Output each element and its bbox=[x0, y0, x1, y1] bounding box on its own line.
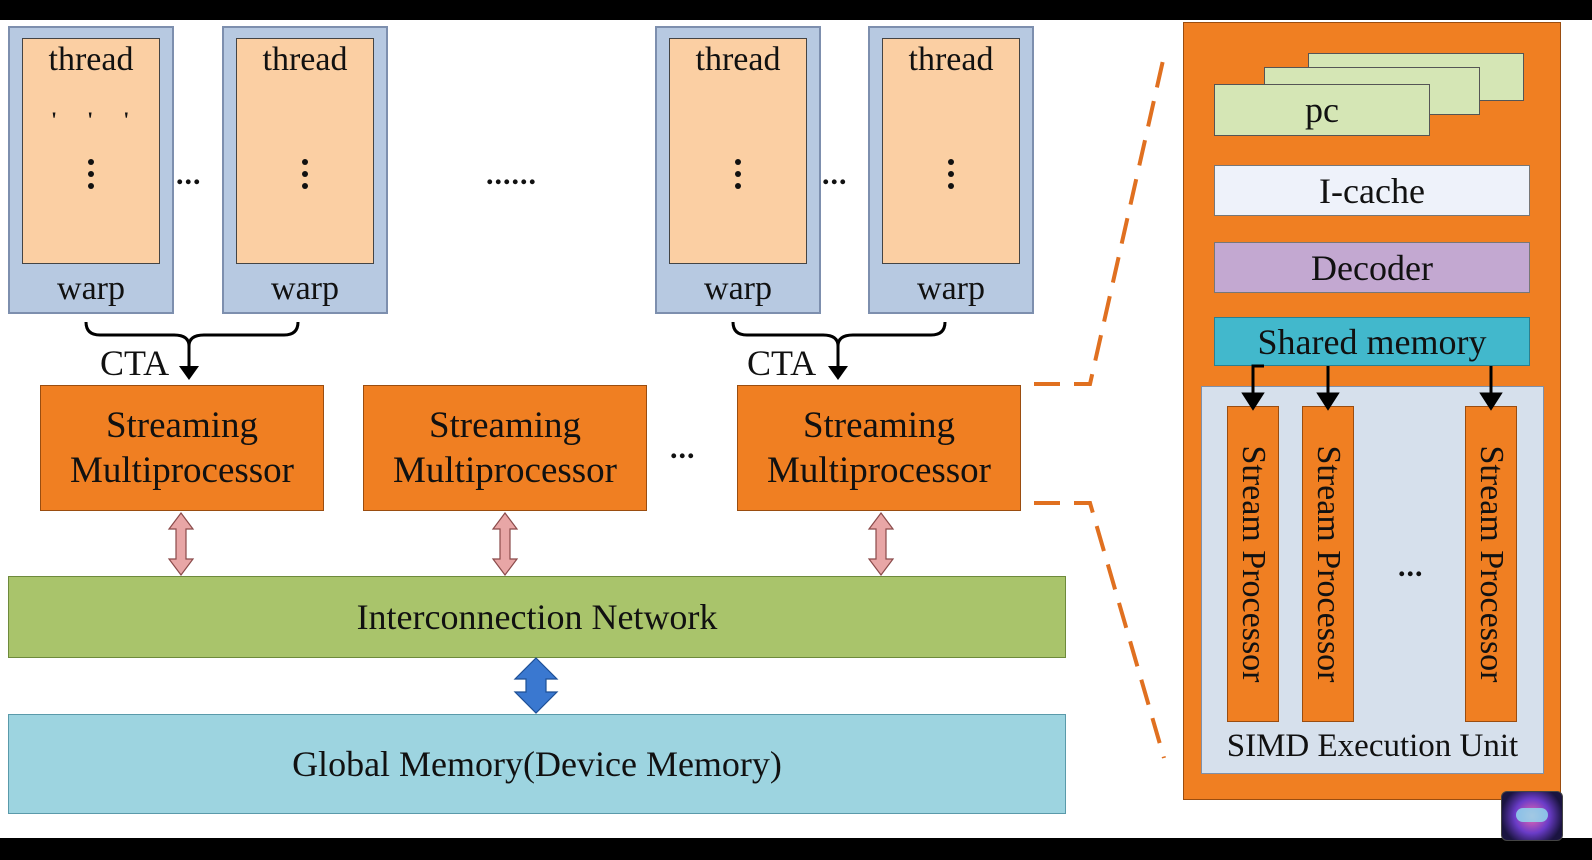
warp-block-1: thread ''' warp bbox=[8, 26, 174, 314]
network-memory-arrow bbox=[513, 657, 559, 714]
warp-label: warp bbox=[704, 270, 772, 307]
stream-processor-2: Stream Processor bbox=[1302, 406, 1354, 722]
warp-label: warp bbox=[917, 270, 985, 307]
cta-brace-1 bbox=[84, 321, 300, 347]
sm-network-arrow-2 bbox=[491, 512, 519, 576]
vertical-ellipsis bbox=[88, 159, 94, 195]
thread-label: thread bbox=[262, 41, 348, 78]
sm-network-arrow-1 bbox=[167, 512, 195, 576]
warp-block-2: thread warp bbox=[222, 26, 388, 314]
ellipsis: ... bbox=[822, 158, 848, 191]
interconnection-network: Interconnection Network bbox=[8, 576, 1066, 658]
stream-processor-1: Stream Processor bbox=[1227, 406, 1279, 722]
warp-label: warp bbox=[271, 270, 339, 307]
cta-label-2: CTA bbox=[747, 343, 817, 383]
warp-block-4: thread warp bbox=[868, 26, 1034, 314]
simd-execution-unit-label: SIMD Execution Unit bbox=[1226, 728, 1519, 764]
vertical-ellipsis bbox=[948, 159, 954, 195]
sm-network-arrow-3 bbox=[867, 512, 895, 576]
shared-memory: Shared memory bbox=[1214, 317, 1530, 366]
thread-box-3: thread bbox=[669, 38, 807, 264]
ellipsis: ... bbox=[670, 432, 696, 465]
streaming-multiprocessor-2: Streaming Multiprocessor bbox=[363, 385, 647, 511]
thread-box-4: thread bbox=[882, 38, 1020, 264]
ellipsis-long: ...... bbox=[486, 158, 537, 191]
pc-register: pc bbox=[1214, 84, 1430, 136]
thread-box-2: thread bbox=[236, 38, 374, 264]
vertical-ellipsis bbox=[302, 159, 308, 195]
zoom-line-top bbox=[1034, 55, 1166, 386]
connector-overlay bbox=[84, 55, 1503, 759]
global-memory: Global Memory(Device Memory) bbox=[8, 714, 1066, 814]
thread-box-1: thread ''' bbox=[22, 38, 160, 264]
channel-logo-icon bbox=[1501, 791, 1563, 841]
gpu-architecture-diagram: thread ''' warp ... thread warp ...... t… bbox=[0, 20, 1592, 838]
vertical-ellipsis bbox=[735, 159, 741, 195]
cta-label-1: CTA bbox=[100, 343, 170, 383]
thread-label: thread bbox=[695, 41, 781, 78]
shared-memory-arrows bbox=[1241, 364, 1503, 411]
decoder: Decoder bbox=[1214, 242, 1530, 293]
stream-processor-3: Stream Processor bbox=[1465, 406, 1517, 722]
warp-label: warp bbox=[57, 270, 125, 307]
streaming-multiprocessor-1: Streaming Multiprocessor bbox=[40, 385, 324, 511]
ellipsis: ... bbox=[1398, 550, 1424, 583]
warp-block-3: thread warp bbox=[655, 26, 821, 314]
zoom-line-bottom bbox=[1034, 501, 1166, 759]
tick-marks: ''' bbox=[51, 107, 160, 132]
thread-label: thread bbox=[48, 41, 134, 78]
streaming-multiprocessor-3: Streaming Multiprocessor bbox=[737, 385, 1021, 511]
thread-label: thread bbox=[908, 41, 994, 78]
ellipsis: ... bbox=[176, 158, 202, 191]
icache: I-cache bbox=[1214, 165, 1530, 216]
